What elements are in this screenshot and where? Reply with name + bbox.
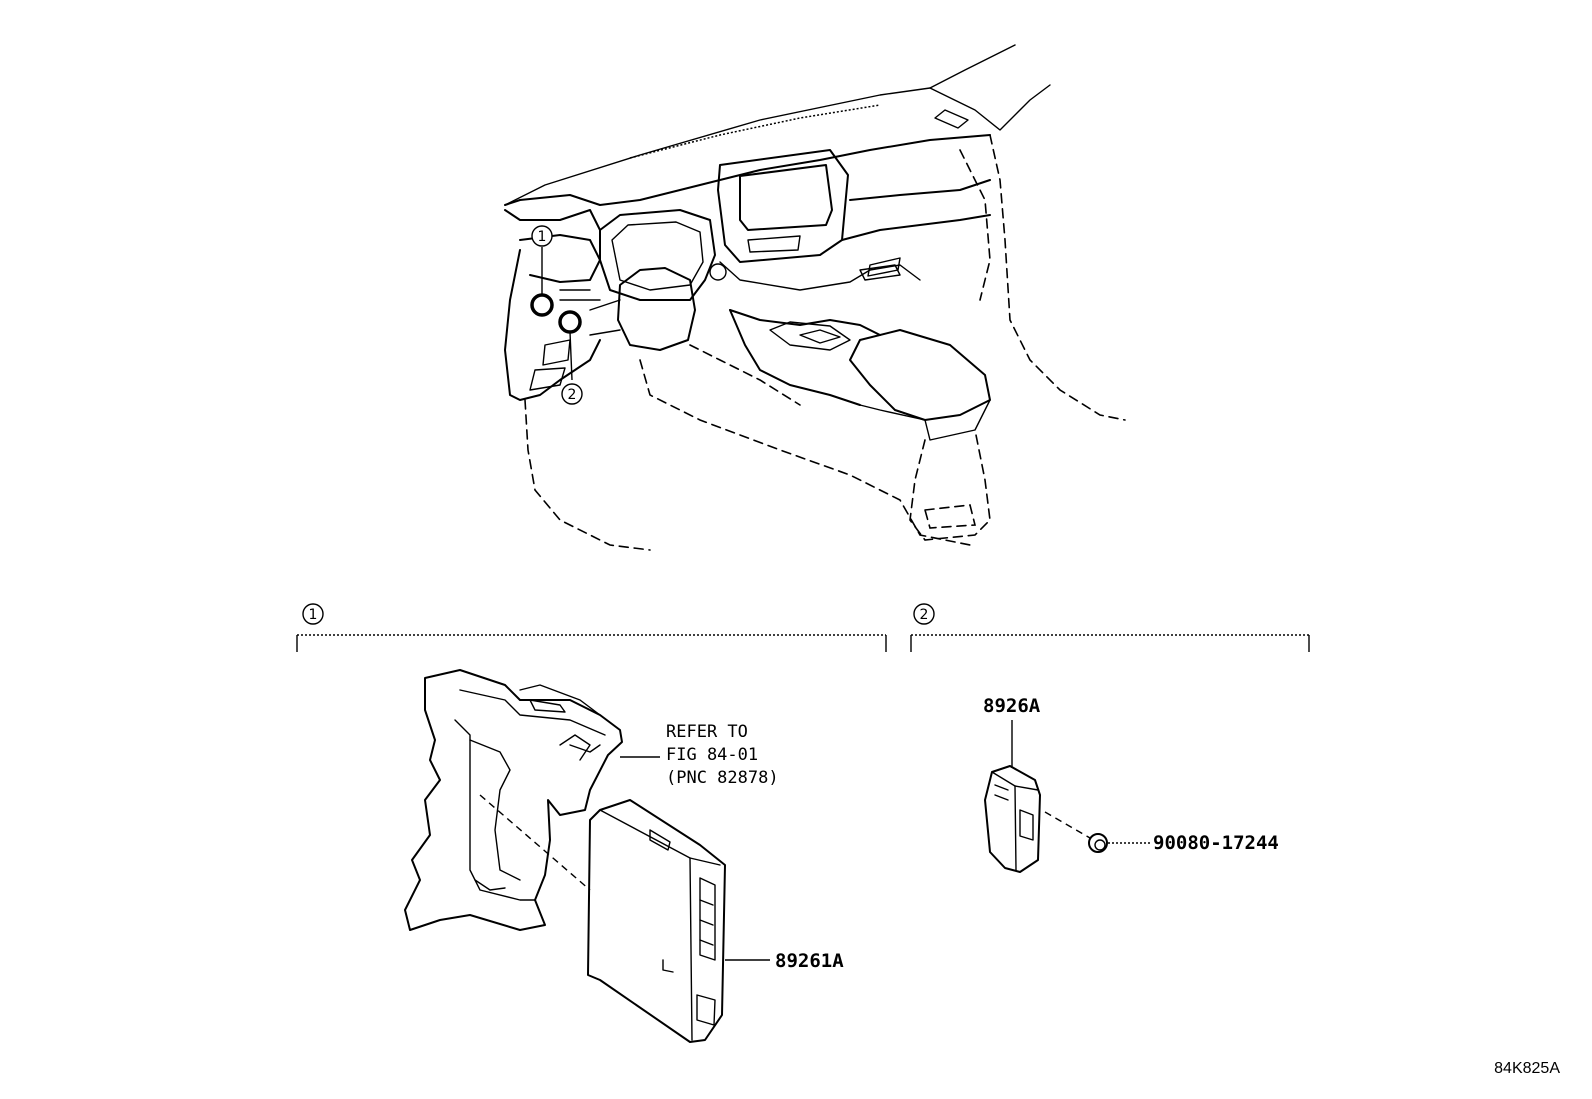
location-marker-1: 1 [530, 225, 554, 317]
group-1-header: 1 [296, 603, 887, 652]
dashboard-illustration [504, 44, 1126, 551]
ecu-part-number: 89261A [775, 950, 844, 972]
screw-alignment-line [1044, 811, 1091, 839]
ecu-module-drawing [587, 799, 726, 1043]
bracket-note-line-2: FIG 84-01 [666, 745, 758, 765]
group-2-number: 2 [920, 607, 929, 623]
figure-id: 84K825A [1494, 1060, 1560, 1077]
bracket-note-line-3: (PNC 82878) [666, 768, 779, 788]
callout-label-1: 1 [538, 229, 547, 245]
callout-label-2: 2 [568, 387, 577, 403]
screw-part-number: 90080-17244 [1153, 832, 1279, 854]
ecu-alignment-line [479, 794, 591, 891]
receiver-part-number: 8926A [983, 695, 1041, 717]
mounting-bracket-drawing [404, 669, 623, 931]
location-marker-2: 2 [558, 310, 583, 405]
bracket-note-line-1: REFER TO [666, 722, 748, 742]
receiver-module-drawing [984, 765, 1041, 873]
screw-drawing [1088, 833, 1108, 853]
group-2-header: 2 [910, 603, 1310, 652]
group-1-number: 1 [309, 607, 318, 623]
